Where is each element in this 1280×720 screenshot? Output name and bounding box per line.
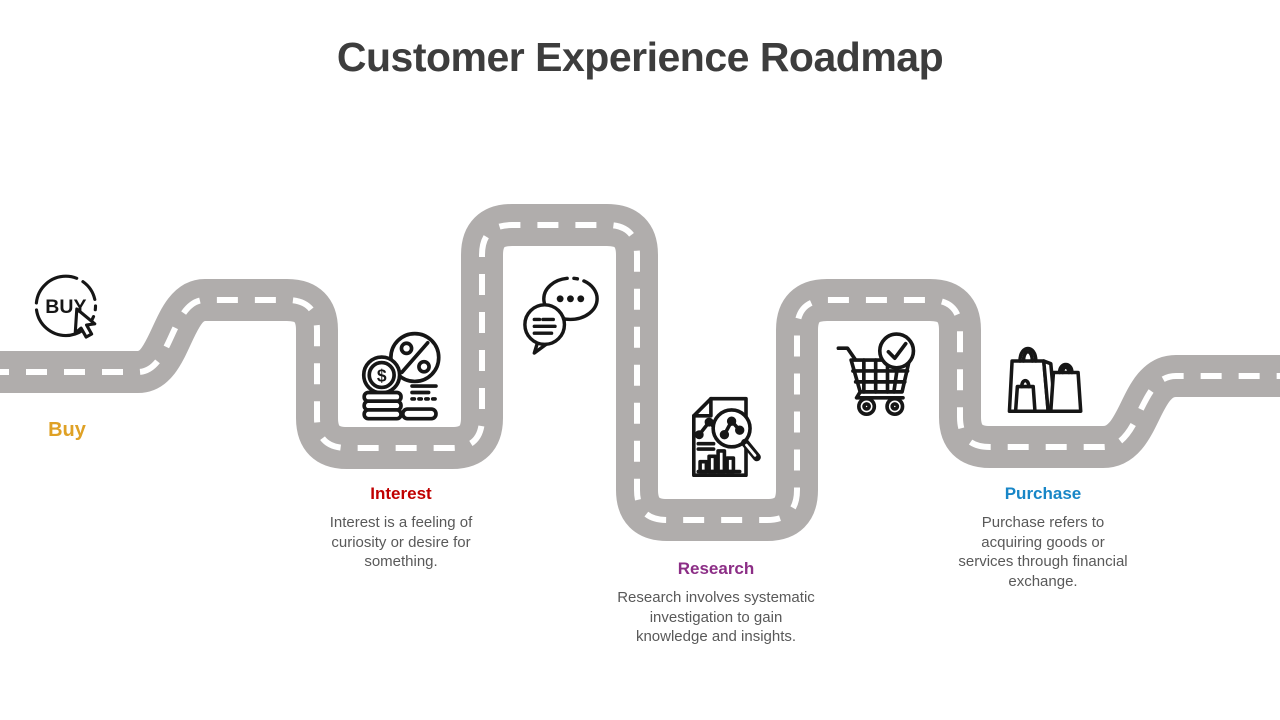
chat-bubbles-icon	[518, 270, 604, 362]
stage-purchase: Purchase Purchase refers to acquiring go…	[938, 483, 1148, 591]
stage-interest-description: Interest is a feeling of curiosity or de…	[329, 514, 473, 571]
stage-buy-label: Buy	[48, 419, 86, 441]
stage-research: Research Research involves systematic in…	[601, 558, 831, 647]
stage-research-description: Research involves systematic investigati…	[617, 589, 815, 646]
road-center-dashes	[0, 222, 1280, 523]
shopping-bags-icon	[998, 331, 1086, 421]
stage-interest: Interest Interest is a feeling of curios…	[291, 483, 511, 572]
money-percent-icon: $	[355, 328, 447, 422]
page-title: Customer Experience Roadmap	[336, 34, 944, 80]
buy-click-icon: BUY	[30, 268, 108, 350]
dollar-symbol: $	[377, 365, 387, 385]
stage-purchase-label: Purchase	[1004, 484, 1082, 503]
stage-research-label: Research	[677, 559, 755, 578]
stage-buy: Buy	[7, 418, 127, 443]
document-magnifier-icon	[674, 388, 764, 485]
buy-badge-text: BUY	[45, 296, 86, 318]
stage-interest-label: Interest	[370, 484, 432, 503]
stage-purchase-description: Purchase refers to acquiring goods or se…	[958, 514, 1128, 590]
cart-check-icon	[831, 330, 924, 421]
